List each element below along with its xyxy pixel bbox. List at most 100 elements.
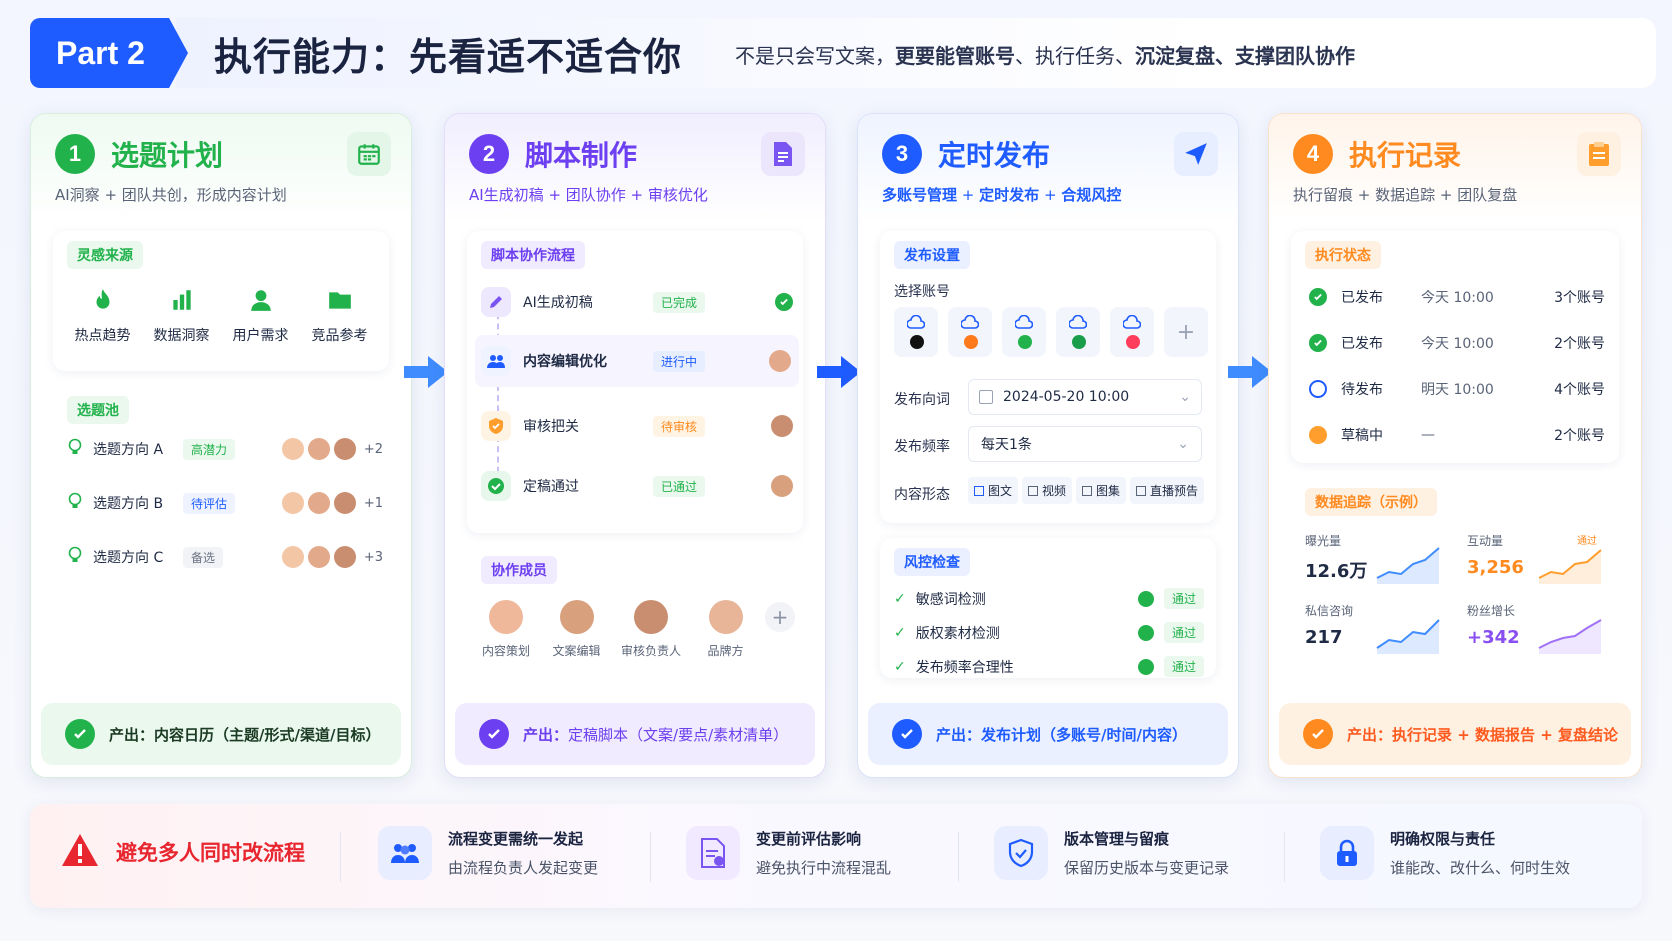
avatar: [281, 438, 304, 460]
flow-step[interactable]: 定稿通过 已通过: [481, 471, 793, 501]
avatar-group: +2: [281, 438, 383, 460]
panel-title: 选题池: [67, 396, 129, 424]
chevron-down-icon: ⌄: [1177, 436, 1189, 452]
frequency-select[interactable]: 每天1条 ⌄: [968, 426, 1202, 462]
panel-title: 脚本协作流程: [481, 241, 585, 269]
add-member-button[interactable]: +: [765, 602, 795, 632]
account-chip[interactable]: [894, 307, 938, 357]
add-account-button[interactable]: +: [1164, 307, 1208, 357]
flow-arrow-icon: [1226, 352, 1274, 392]
status-badge: 已完成: [653, 291, 706, 313]
calendar-icon: [347, 132, 391, 176]
account-chip[interactable]: [1056, 307, 1100, 357]
card-title: 定时发布: [938, 139, 1051, 172]
card-title: 脚本制作: [525, 139, 638, 172]
avatar: [307, 546, 330, 568]
status-badge: 待评估: [183, 492, 236, 514]
avatar: [769, 350, 791, 372]
check-circle-icon: [1309, 288, 1327, 306]
account-chip[interactable]: [1110, 307, 1154, 357]
flow-step[interactable]: 审核把关 待审核: [481, 411, 793, 441]
account-chip[interactable]: [1002, 307, 1046, 357]
publish-time-field[interactable]: 2024-05-20 10:00 ⌄: [968, 379, 1202, 415]
metric-card: 私信咨询 217: [1305, 602, 1445, 654]
platform-icon: [1072, 335, 1086, 349]
inspiration-item[interactable]: 数据洞察: [154, 287, 210, 345]
card-subtitle: AI洞察 + 团队共创，形成内容计划: [55, 186, 287, 204]
tiktok-icon: [910, 335, 924, 349]
step-number: 2: [469, 134, 509, 174]
panel-title: 数据追踪（示例）: [1305, 488, 1437, 516]
inspiration-item[interactable]: 竞品参考: [312, 287, 368, 345]
clock-icon: [1309, 380, 1327, 398]
sparkline: [1538, 549, 1602, 584]
form-option[interactable]: 直播预告: [1130, 477, 1205, 504]
bulb-icon: [67, 546, 83, 568]
page-subtitle: 不是只会写文案，更要能管账号、执行任务、沉淀复盘、支撑团队协作: [735, 44, 1355, 68]
member-item[interactable]: 内容策划: [475, 600, 537, 659]
flow-step[interactable]: AI生成初稿 已完成: [481, 287, 793, 317]
status-row[interactable]: 草稿中 — 2个账号: [1309, 425, 1605, 445]
form-label: 内容形态: [894, 487, 950, 503]
flow-step[interactable]: 内容编辑优化 进行中: [475, 335, 799, 387]
status-badge: 通过: [1163, 588, 1204, 609]
member-item[interactable]: 文案编辑: [546, 600, 608, 659]
check-circle-icon: [1137, 658, 1154, 675]
inspiration-item[interactable]: 用户需求: [233, 287, 289, 345]
inspiration-panel: 灵感来源 热点趋势 数据洞察 用户需求 竞品参考: [53, 231, 389, 371]
draft-icon: [1309, 426, 1327, 444]
status-row[interactable]: 已发布 今天 10:00 3个账号: [1309, 287, 1605, 307]
form-option[interactable]: 图文: [968, 477, 1019, 504]
shield-icon: [481, 411, 511, 441]
inspiration-item[interactable]: 热点趋势: [75, 287, 131, 345]
card-execution-record: 4 执行记录 执行留痕 + 数据追踪 + 团队复盘 执行状态 已发布 今天 10…: [1268, 113, 1642, 778]
step-number: 3: [882, 134, 922, 174]
video-icon: [1028, 485, 1039, 496]
status-badge: 高潜力: [183, 438, 236, 460]
check-icon: ✓: [894, 624, 906, 641]
card-script: 2 脚本制作 AI生成初稿 + 团队协作 + 审核优化 脚本协作流程 AI生成初…: [444, 113, 826, 778]
list-item[interactable]: 选题方向 B 待评估 +1: [67, 492, 383, 514]
page-title: 执行能力：先看适不适合你: [214, 35, 683, 79]
panel-title: 发布设置: [894, 241, 970, 269]
card-topic-plan: 1 选题计划 AI洞察 + 团队共创，形成内容计划 灵感来源 热点趋势 数据洞察…: [30, 113, 412, 778]
card-title: 选题计划: [111, 139, 224, 172]
card-title: 执行记录: [1349, 139, 1462, 172]
script-flow-panel: 脚本协作流程 AI生成初稿 已完成 内容编辑优化 进行中 审核把关 待审核 定稿…: [467, 231, 803, 533]
form-option[interactable]: 视频: [1022, 477, 1073, 504]
status-row[interactable]: 已发布 今天 10:00 2个账号: [1309, 333, 1605, 353]
avatar: [333, 546, 356, 568]
account-chip[interactable]: [948, 307, 992, 357]
xiaohongshu-icon: [1126, 335, 1140, 349]
bulb-icon: [67, 438, 83, 460]
output-box: 产出：定稿脚本（文案/要点/素材清单）: [455, 703, 815, 765]
output-box: 产出：内容日历（主题/形式/渠道/目标）: [41, 703, 401, 765]
member-item[interactable]: 审核负责人: [616, 600, 686, 659]
avatar: [281, 492, 304, 514]
panel-title: 执行状态: [1305, 241, 1381, 269]
card-subtitle: 执行留痕 + 数据追踪 + 团队复盘: [1293, 186, 1518, 204]
list-item[interactable]: 选题方向 C 备选 +3: [67, 546, 383, 568]
form-option[interactable]: 图集: [1076, 477, 1127, 504]
list-item[interactable]: 选题方向 A 高潜力 +2: [67, 438, 383, 460]
check-icon: [65, 719, 95, 749]
time-label: 发布向词: [894, 392, 950, 408]
policy-item: 流程变更需统一发起由流程负责人发起变更: [378, 826, 598, 880]
step-number: 4: [1293, 134, 1333, 174]
send-icon: [1174, 132, 1218, 176]
wechat-icon: [1018, 335, 1032, 349]
account-label: 选择账号: [894, 284, 950, 300]
flow-arrow-icon: [815, 352, 863, 392]
policy-item: 版本管理与留痕保留历史版本与变更记录: [994, 826, 1229, 880]
calendar-icon: [979, 390, 993, 404]
lock-icon: [1320, 826, 1374, 880]
status-row[interactable]: 待发布 明天 10:00 4个账号: [1309, 379, 1605, 399]
member-item[interactable]: 品牌方: [695, 600, 757, 659]
header-band: [176, 18, 1656, 88]
bulb-icon: [67, 492, 83, 514]
pen-icon: [481, 287, 511, 317]
flame-icon: [75, 287, 131, 317]
panel-title: 风控检查: [894, 548, 970, 576]
check-circle-icon: [1309, 334, 1327, 352]
document-icon: [761, 132, 805, 176]
